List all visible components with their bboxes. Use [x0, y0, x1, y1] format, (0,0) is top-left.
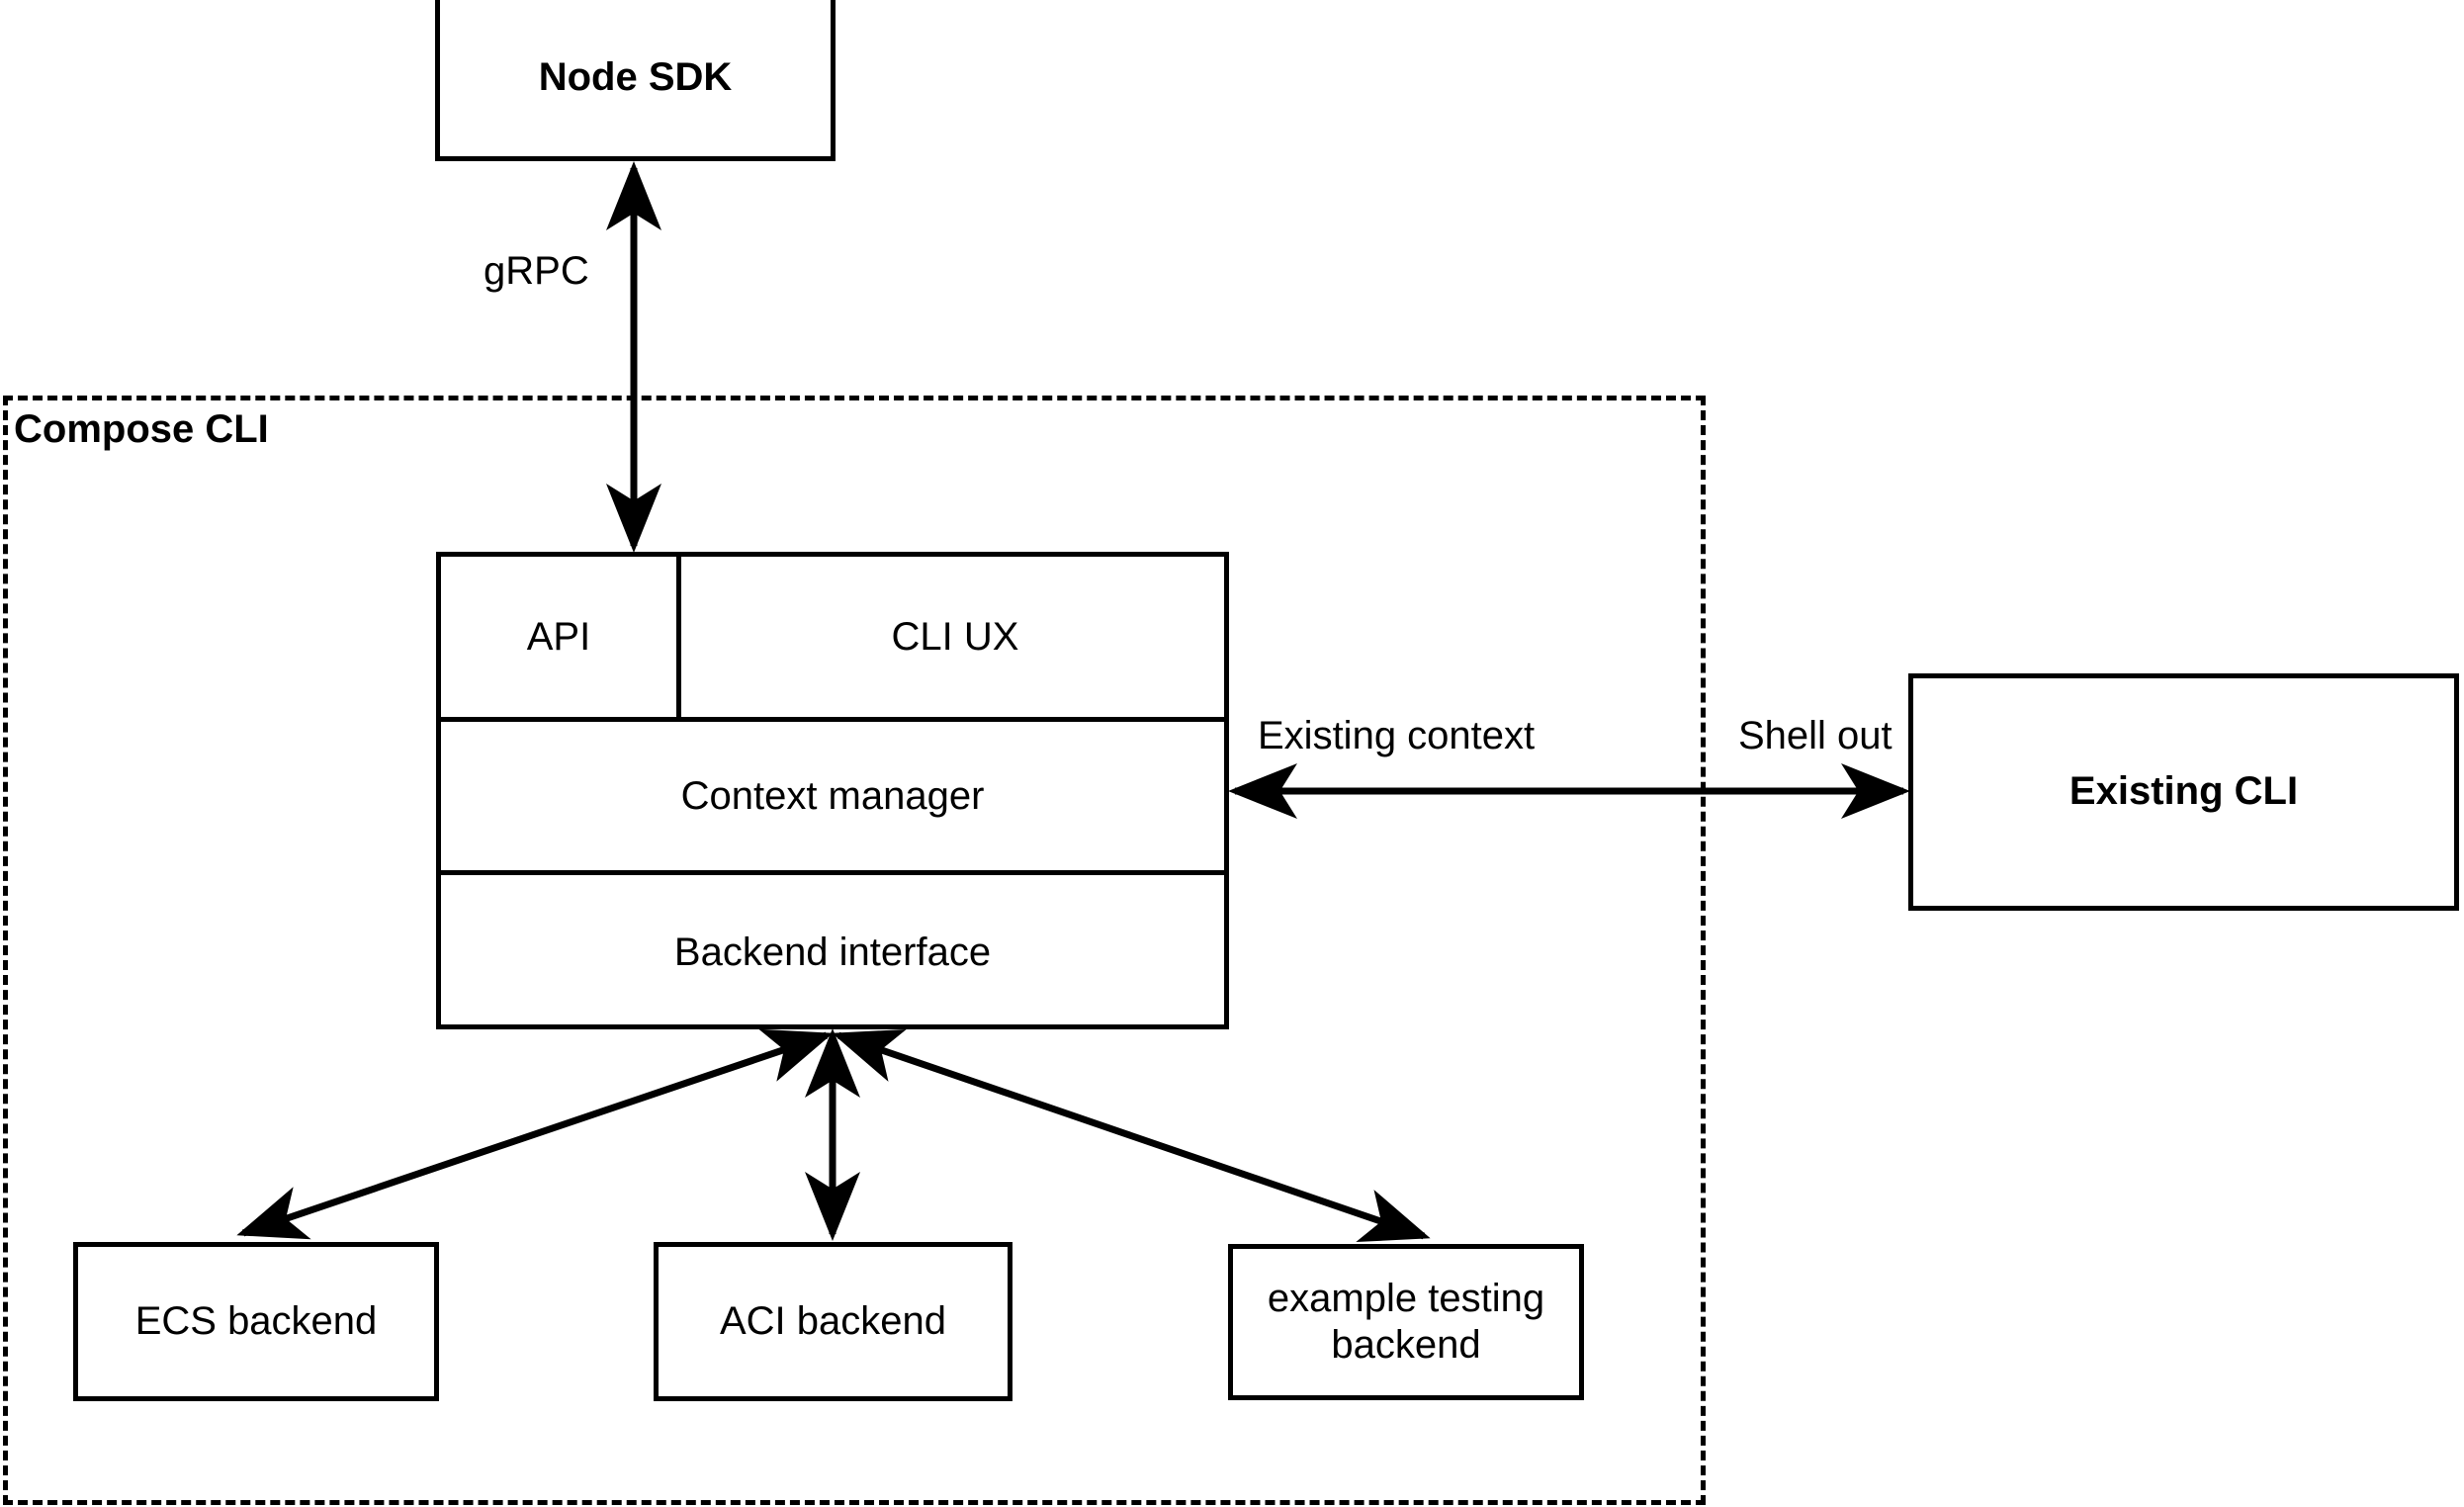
- context-manager-cell[interactable]: Context manager: [436, 717, 1229, 875]
- api-cell[interactable]: API: [436, 552, 681, 722]
- shell-out-edge-label: Shell out: [1738, 714, 1892, 757]
- backend-interface-label: Backend interface: [673, 930, 992, 974]
- middle-bottom-divider: [436, 870, 1229, 875]
- aci-backend-label: ACI backend: [719, 1298, 947, 1343]
- node-sdk-label: Node SDK: [538, 55, 733, 100]
- existing-cli-box[interactable]: Existing CLI: [1908, 673, 2459, 911]
- top-middle-divider: [436, 717, 1229, 722]
- ecs-backend-label: ECS backend: [134, 1298, 378, 1343]
- existing-context-edge-label: Existing context: [1258, 714, 1536, 757]
- example-testing-backend-label-line2: backend: [1331, 1323, 1481, 1367]
- backend-interface-cell[interactable]: Backend interface: [436, 870, 1229, 1034]
- compose-cli-core-stack: API CLI UX Context manager Backend inter…: [436, 552, 1229, 1029]
- compose-cli-group-title: Compose CLI: [14, 407, 269, 451]
- example-testing-backend-label: example testing backend: [1258, 1276, 1554, 1369]
- ecs-backend-box[interactable]: ECS backend: [73, 1242, 439, 1401]
- compose-cli-group-boundary: [3, 396, 1706, 1505]
- grpc-edge-label: gRPC: [484, 249, 589, 293]
- example-testing-backend-box[interactable]: example testing backend: [1228, 1244, 1584, 1400]
- node-sdk-box[interactable]: Node SDK: [435, 0, 836, 161]
- api-cliux-divider: [676, 552, 681, 717]
- existing-cli-label: Existing CLI: [2068, 769, 2299, 814]
- aci-backend-box[interactable]: ACI backend: [654, 1242, 1012, 1401]
- context-manager-label: Context manager: [680, 773, 985, 818]
- cli-ux-cell[interactable]: CLI UX: [676, 552, 1234, 722]
- example-testing-backend-label-line1: example testing: [1267, 1276, 1545, 1320]
- cli-ux-label: CLI UX: [891, 614, 1019, 659]
- api-label: API: [526, 614, 591, 659]
